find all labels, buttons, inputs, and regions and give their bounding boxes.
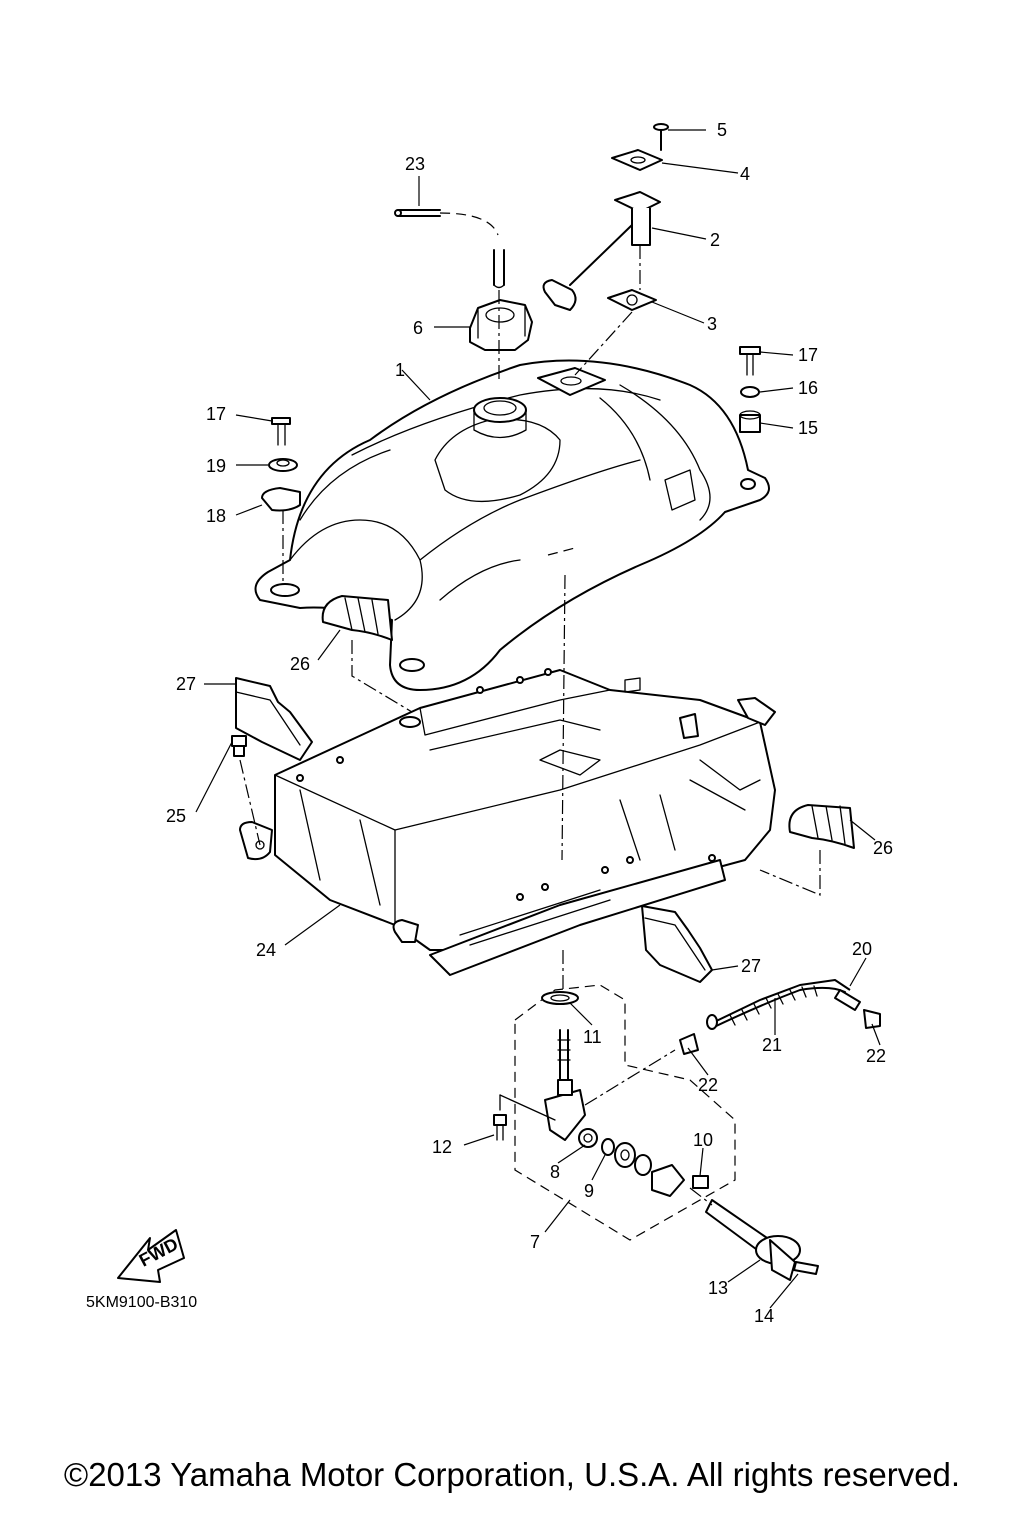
callout-19: 19 — [206, 456, 226, 476]
callout-2: 2 — [710, 230, 720, 250]
breather-pipe[interactable] — [394, 209, 505, 380]
callout-22-right: 22 — [866, 1046, 886, 1066]
leader-lines — [195, 129, 881, 1309]
callout-27-right: 27 — [741, 956, 761, 976]
callout-17-left: 17 — [206, 404, 226, 424]
fuel-cap[interactable] — [469, 299, 533, 351]
callout-20: 20 — [852, 939, 872, 959]
hose-clip-left[interactable] — [679, 1033, 699, 1055]
callout-14: 14 — [754, 1306, 774, 1326]
fuel-cock-assembly[interactable] — [499, 950, 736, 1241]
callout-21: 21 — [762, 1035, 782, 1055]
fwd-arrow-icon: FWD — [117, 1229, 185, 1283]
left-mount-hardware[interactable] — [261, 417, 301, 585]
callout-26-right: 26 — [873, 838, 893, 858]
callout-25: 25 — [166, 806, 186, 826]
callout-3: 3 — [707, 314, 717, 334]
frame-tray[interactable] — [239, 574, 776, 976]
callout-15: 15 — [798, 418, 818, 438]
damper-right[interactable] — [759, 804, 855, 896]
callout-18: 18 — [206, 506, 226, 526]
callout-8: 8 — [550, 1162, 560, 1182]
callout-9: 9 — [584, 1181, 594, 1201]
callout-24: 24 — [256, 940, 276, 960]
callout-labels: 5 4 2 3 6 23 1 17 19 18 17 16 15 26 27 2… — [166, 120, 893, 1326]
fuel-hose[interactable] — [706, 979, 861, 1030]
side-cover-left[interactable] — [235, 677, 313, 761]
callout-5: 5 — [717, 120, 727, 140]
callout-22-left: 22 — [698, 1075, 718, 1095]
right-mount-hardware[interactable] — [739, 346, 761, 433]
callout-4: 4 — [740, 164, 750, 184]
side-cover-right[interactable] — [641, 905, 713, 983]
callout-10: 10 — [693, 1130, 713, 1150]
diagram-code: 5KM9100-B310 — [86, 1294, 198, 1311]
screw-14[interactable] — [793, 1261, 819, 1275]
callout-23: 23 — [405, 154, 425, 174]
callout-16: 16 — [798, 378, 818, 398]
fuel-gauge-assembly[interactable] — [542, 123, 669, 376]
callout-27-left: 27 — [176, 674, 196, 694]
callout-1: 1 — [395, 360, 405, 380]
callout-26-left: 26 — [290, 654, 310, 674]
callout-17-right: 17 — [798, 345, 818, 365]
copyright-notice: ©2013 Yamaha Motor Corporation, U.S.A. A… — [63, 1456, 961, 1493]
callout-11: 11 — [583, 1027, 602, 1047]
callout-6: 6 — [413, 318, 423, 338]
callout-7: 7 — [530, 1232, 540, 1252]
hose-clip-right[interactable] — [863, 1009, 881, 1029]
callout-13: 13 — [708, 1278, 728, 1298]
screw-12[interactable] — [493, 1114, 507, 1141]
callout-12: 12 — [432, 1137, 452, 1157]
fuel-cock-lever[interactable] — [689, 1187, 801, 1281]
damper-left[interactable] — [321, 595, 413, 713]
